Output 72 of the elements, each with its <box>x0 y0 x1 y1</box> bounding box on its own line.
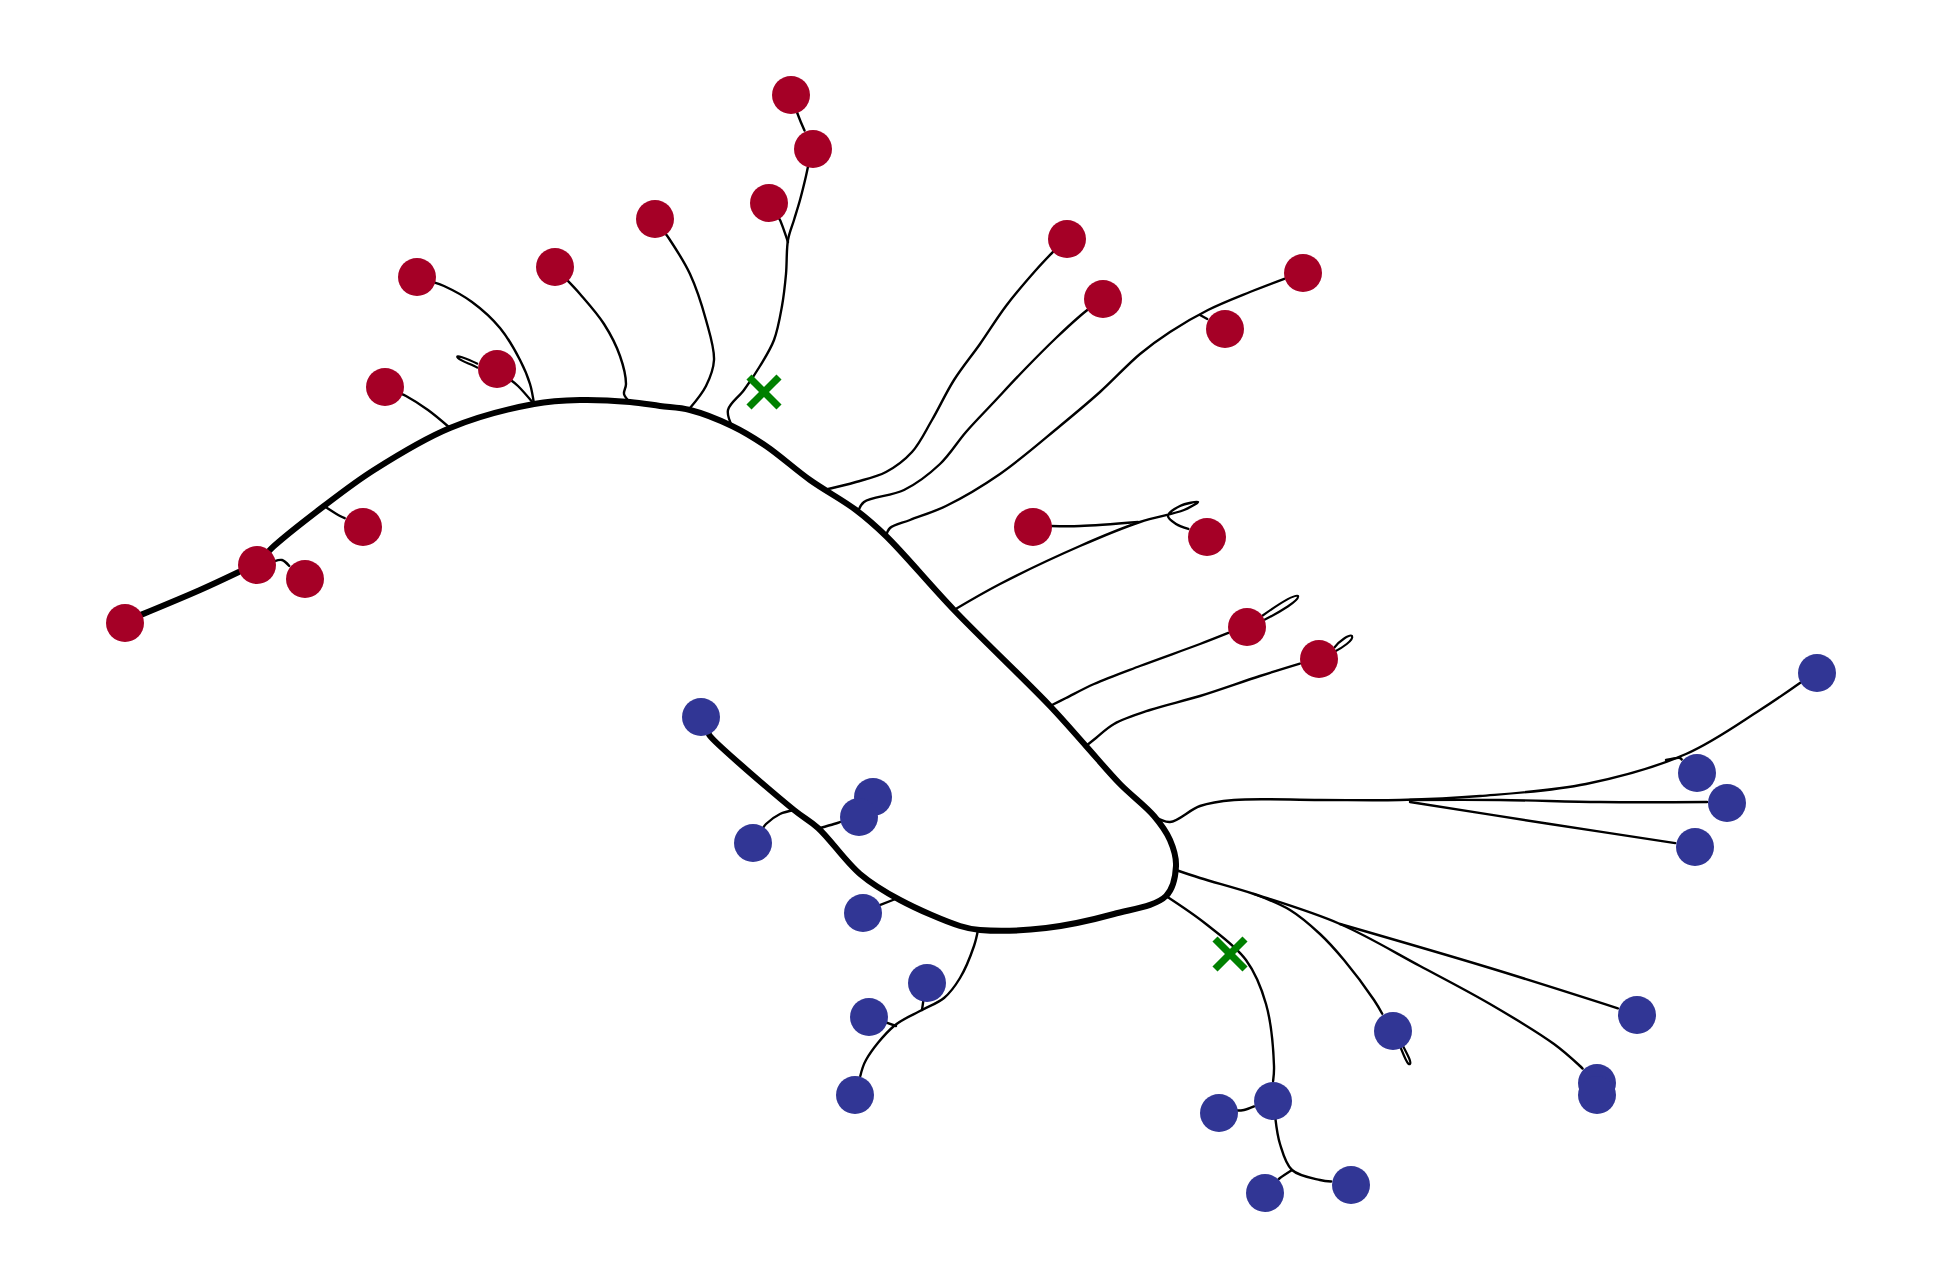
branch-line <box>266 396 1180 934</box>
node-dot <box>535 247 573 285</box>
branch-line <box>1198 313 1209 321</box>
node-dot <box>1083 279 1121 317</box>
branch-line <box>1277 1168 1294 1181</box>
node-dot <box>843 893 881 931</box>
node-dot <box>397 257 435 295</box>
node-dot <box>907 963 945 1001</box>
branch-line <box>1049 520 1140 528</box>
branch-line <box>1164 894 1276 1083</box>
node-dot <box>1299 639 1337 677</box>
branch-line <box>273 558 291 568</box>
branch-line <box>1408 798 1709 804</box>
branch-line <box>565 278 632 404</box>
branch-line <box>138 569 242 618</box>
node-dot <box>343 507 381 545</box>
branch-line <box>884 277 1286 538</box>
node-dot <box>105 603 143 641</box>
node-dot <box>1797 653 1835 691</box>
branch-line <box>400 392 452 430</box>
node-dot <box>1187 517 1225 555</box>
node-dot <box>237 545 275 583</box>
node-dot <box>1617 995 1655 1033</box>
branch-line <box>432 281 536 406</box>
node-dot <box>285 559 323 597</box>
branch-line <box>1252 892 1384 1015</box>
branch-line <box>859 928 980 1078</box>
node-dot <box>749 183 787 221</box>
branch-line <box>1174 868 1584 1070</box>
node-dot <box>1283 253 1321 291</box>
node-dot <box>1675 827 1713 865</box>
node-dot <box>365 367 403 405</box>
node-dot <box>635 199 673 237</box>
node-dot <box>1013 507 1051 545</box>
node-dot <box>477 349 515 387</box>
node-dot <box>1047 219 1085 257</box>
node-dot <box>1707 783 1745 821</box>
node-dot <box>1199 1093 1237 1131</box>
branch-line <box>878 896 900 907</box>
node-dot <box>1245 1173 1283 1211</box>
branch-line <box>795 110 806 132</box>
branch-line <box>818 820 842 830</box>
node-dot <box>1253 1081 1291 1119</box>
branch-line <box>856 308 1089 514</box>
node-dot <box>839 797 877 835</box>
node-dot <box>835 1075 873 1113</box>
branch-line <box>509 378 536 406</box>
node-dot <box>793 129 831 167</box>
node-dot <box>1677 753 1715 791</box>
node-dot <box>733 823 771 861</box>
node-dot <box>1205 309 1243 347</box>
node-dot <box>1227 607 1265 645</box>
branch-line <box>1408 800 1677 845</box>
branch-line <box>822 250 1055 492</box>
branch-line <box>663 232 716 410</box>
branch-line <box>726 165 810 428</box>
branch-line <box>1152 681 1802 824</box>
branch-line <box>1664 756 1683 762</box>
branch-line <box>1338 922 1620 1010</box>
branch-line <box>952 500 1200 612</box>
branch-line <box>1274 1117 1333 1183</box>
node-dot <box>1331 1165 1369 1203</box>
branch-line <box>1084 662 1302 748</box>
branch-line <box>322 504 346 520</box>
branch-line <box>777 216 790 244</box>
node-dot <box>771 75 809 113</box>
node-dot <box>1373 1011 1411 1049</box>
branch-line <box>1235 1105 1256 1112</box>
node-dot <box>681 697 719 735</box>
node-dot <box>849 997 887 1035</box>
branch-line <box>1048 631 1230 708</box>
branch-line <box>762 808 796 829</box>
